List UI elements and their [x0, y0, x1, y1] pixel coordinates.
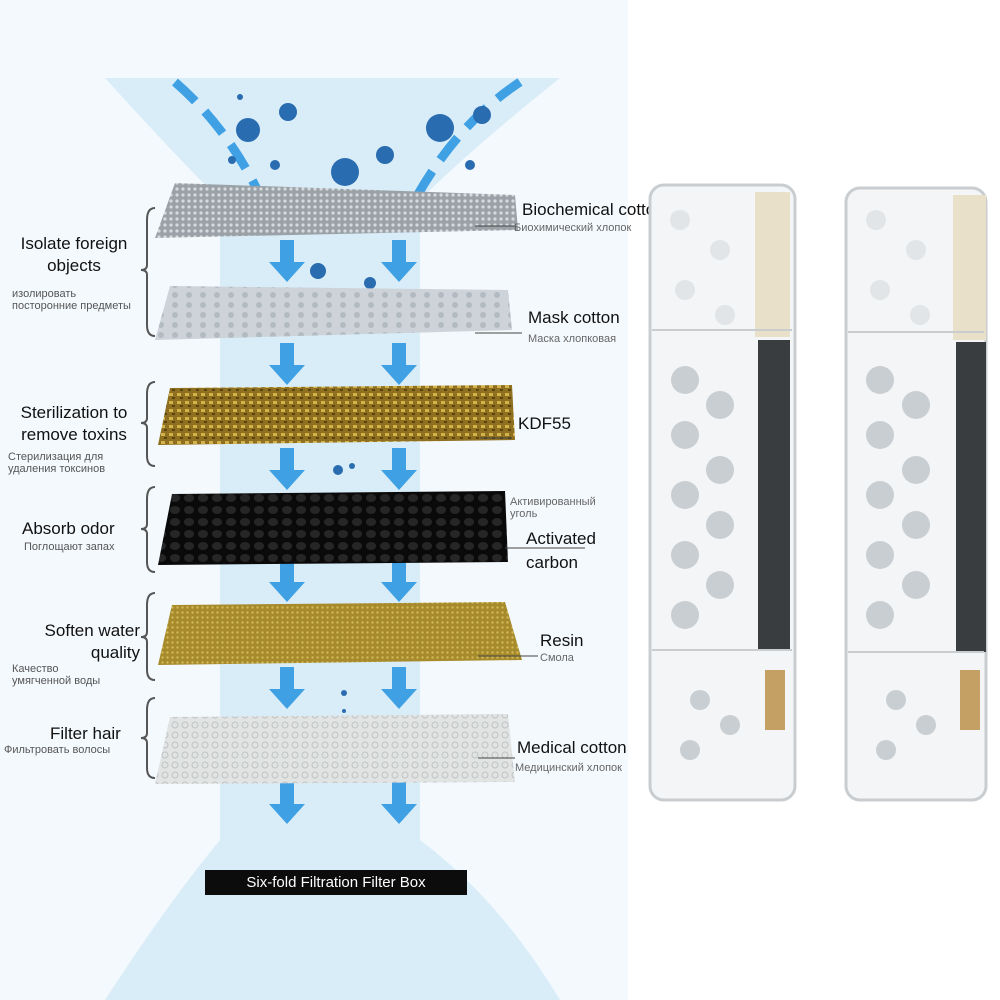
- function-soften-ru-line2: умягченной воды: [12, 675, 101, 687]
- function-sterilization-ru-line2: удаления токсинов: [8, 463, 106, 475]
- label-mask-cotton: Mask cotton: [528, 308, 620, 327]
- label-resin-ru: Смола: [540, 652, 574, 664]
- contaminant-particles: [228, 94, 491, 713]
- layer-mask-cotton: [155, 286, 512, 340]
- function-isolate-line1: Isolate foreign: [20, 234, 128, 253]
- label-activated-carbon-line1: Activated: [526, 529, 596, 548]
- incoming-flow-left-arrow: [172, 78, 267, 202]
- function-soften-line2: quality: [90, 643, 140, 662]
- layer-kdf55: [158, 385, 515, 445]
- function-isolate-line2: objects: [47, 256, 101, 275]
- function-isolate-title: Isolate foreign objects: [4, 233, 144, 277]
- function-sterilization-line2: remove toxins: [21, 425, 127, 444]
- function-sterilization-title: Sterilization to remove toxins: [4, 402, 144, 446]
- incoming-flow-right-arrow: [408, 78, 523, 208]
- leader-lines: [475, 225, 585, 759]
- label-activated-carbon-line2: carbon: [526, 553, 578, 572]
- label-biochemical-cotton: Biochemical cotton: [522, 200, 665, 219]
- label-activated-carbon-ru: Активированный уголь: [510, 496, 596, 520]
- layer-medical-cotton: [155, 714, 515, 784]
- flow-arrows: [269, 240, 417, 824]
- water-flow-graphic: [105, 78, 585, 1000]
- function-absorb-title: Absorb odor: [22, 519, 115, 538]
- function-absorb-ru: Поглощают запах: [24, 541, 115, 553]
- function-filter-hair-ru: Фильтровать волосы: [4, 744, 111, 756]
- filter-cartridge-right: [844, 186, 988, 802]
- function-soften-title: Soften water quality: [8, 620, 140, 664]
- label-kdf55: KDF55: [518, 414, 571, 433]
- function-isolate-ru-line2: посторонние предметы: [12, 300, 131, 312]
- function-soften-ru-line1: Качество: [12, 663, 59, 675]
- label-activated-carbon: Activated carbon: [526, 527, 596, 575]
- label-biochemical-cotton-ru: Биохимический хлопок: [514, 222, 632, 234]
- function-soften-line1: Soften water: [44, 621, 140, 640]
- label-resin: Resin: [540, 631, 584, 650]
- filter-cartridge-left: [648, 183, 797, 802]
- function-soften-ru: Качество умягченной воды: [12, 663, 100, 687]
- label-medical-cotton-ru: Медицинский хлопок: [515, 762, 622, 774]
- label-medical-cotton: Medical cotton: [517, 738, 627, 757]
- label-activated-carbon-ru-line1: Активированный: [510, 496, 596, 508]
- caption-banner: Six-fold Filtration Filter Box: [205, 870, 467, 895]
- function-isolate-ru: изолировать посторонние предметы: [12, 288, 131, 312]
- function-isolate-ru-line1: изолировать: [12, 288, 77, 300]
- group-brackets: [140, 207, 156, 779]
- label-activated-carbon-ru-line2: уголь: [510, 508, 538, 520]
- layer-biochemical-cotton: [155, 183, 518, 238]
- function-sterilization-line1: Sterilization to: [20, 403, 128, 422]
- function-sterilization-ru-line1: Стерилизация для: [8, 451, 104, 463]
- label-mask-cotton-ru: Маска хлопковая: [528, 333, 617, 345]
- function-sterilization-ru: Стерилизация для удаления токсинов: [8, 451, 105, 475]
- layer-resin: [158, 602, 522, 665]
- layer-activated-carbon: [158, 491, 508, 565]
- function-filter-hair-title: Filter hair: [50, 724, 121, 743]
